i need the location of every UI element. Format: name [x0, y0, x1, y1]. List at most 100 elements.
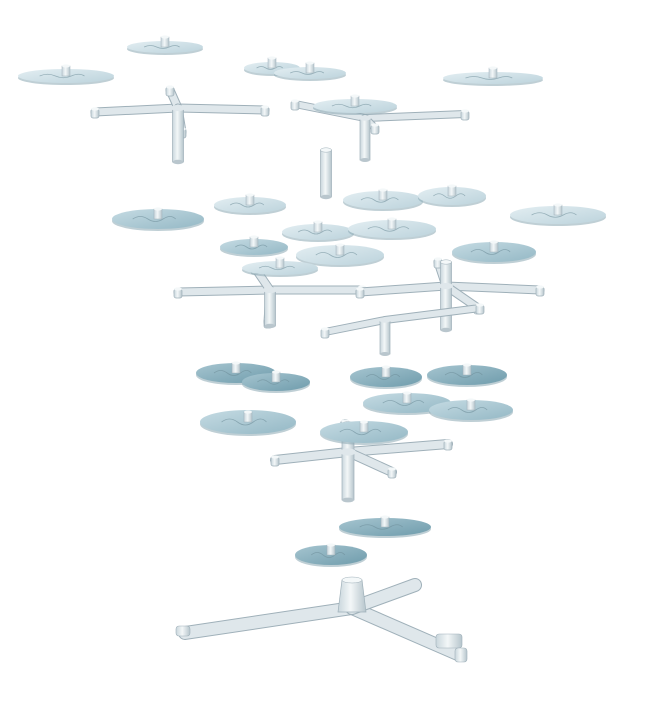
base-foot	[454, 647, 468, 663]
tier2-disc-f	[282, 220, 354, 242]
arm	[344, 440, 452, 456]
disc-print	[360, 197, 399, 203]
arm	[362, 111, 468, 121]
tier1-disc-b	[18, 64, 114, 85]
arm-foot-top	[291, 99, 299, 103]
disc-peg-top	[490, 240, 498, 244]
disc-layer	[18, 35, 606, 567]
base-foot	[435, 633, 463, 649]
arm	[382, 305, 483, 323]
tier2-disc-j	[452, 240, 536, 264]
tier1-disc-d	[274, 61, 346, 81]
disc-peg-top	[403, 391, 411, 395]
post-bottom	[440, 327, 452, 333]
post-top	[440, 259, 452, 265]
disc-peg-top	[379, 188, 387, 192]
post-bottom	[172, 159, 184, 165]
tier1-disc-f	[313, 94, 397, 115]
tier2-hub-right	[355, 257, 545, 333]
disc-peg-top	[554, 203, 562, 207]
disc-print	[444, 372, 483, 378]
post-bottom	[360, 158, 370, 162]
disc-print	[297, 229, 333, 235]
disc-peg-top	[336, 243, 344, 247]
disc-print	[39, 73, 85, 79]
arm-foot-top	[536, 285, 544, 289]
arm-foot-top	[371, 123, 379, 127]
disc-peg-top	[276, 256, 284, 260]
tier2-disc-b	[214, 193, 286, 215]
base-column-top	[341, 576, 363, 584]
disc-print	[447, 407, 488, 413]
disc-print	[235, 244, 268, 250]
disc-peg-top	[467, 398, 475, 402]
hub-joint	[263, 286, 277, 294]
disc-print	[256, 66, 284, 70]
post	[264, 289, 276, 327]
disc-peg-top	[388, 217, 396, 221]
disc-print	[221, 418, 267, 426]
disc-print	[331, 103, 372, 109]
disc-peg-top	[306, 61, 314, 65]
disc-peg-top	[62, 64, 70, 68]
tier3-disc-c	[350, 365, 422, 389]
tier1-hub-right	[290, 99, 470, 162]
arm-foot-top	[261, 105, 269, 109]
tier1-disc-e	[443, 66, 543, 86]
disc-peg-top	[382, 365, 390, 369]
disc-peg-top	[381, 515, 389, 519]
tier2-disc-d	[418, 184, 486, 207]
arm-foot-top	[388, 467, 396, 471]
tier3-disc-d	[427, 363, 507, 387]
tier1-loose-post	[320, 147, 332, 200]
post	[379, 319, 391, 355]
tier3-disc-h	[320, 420, 408, 445]
disc-print	[339, 428, 382, 436]
disc-print	[433, 193, 466, 199]
post-bottom	[380, 352, 390, 356]
disc-peg-top	[246, 193, 254, 197]
tier4-base	[175, 576, 468, 663]
tier3-disc-b	[242, 370, 310, 393]
disc-print	[382, 400, 425, 406]
hub-joint	[359, 115, 371, 121]
base-column	[337, 579, 367, 613]
post	[172, 107, 184, 163]
hub-joint	[340, 448, 356, 456]
tier2-disc-i	[296, 243, 384, 267]
tier2-disc-k	[242, 256, 318, 277]
disc-peg-top	[250, 235, 258, 239]
disc-peg-top	[232, 361, 240, 365]
disc-peg-top	[154, 207, 162, 211]
disc-peg-top	[161, 35, 169, 39]
disc-peg-top	[463, 363, 471, 367]
tier3-disc-f	[429, 398, 513, 422]
disc-peg-top	[360, 420, 368, 424]
tier4-disc-a	[339, 515, 431, 538]
post	[440, 261, 452, 331]
arm-foot-top	[271, 455, 279, 459]
arm	[174, 286, 274, 296]
tier1-disc-a	[127, 35, 203, 55]
arm	[356, 282, 450, 296]
disc-print	[310, 552, 346, 558]
base-foot	[175, 625, 191, 637]
disc-peg-top	[327, 543, 335, 547]
tier2-disc-a	[112, 207, 204, 231]
arm	[174, 104, 269, 114]
disc-print	[531, 212, 577, 218]
disc-print	[229, 202, 265, 208]
disc-print	[213, 370, 252, 376]
post-bottom	[320, 194, 332, 200]
arm-foot-top	[476, 303, 484, 307]
disc-print	[258, 265, 295, 271]
disc-peg-top	[351, 94, 359, 98]
base-leg	[179, 602, 358, 639]
tier3-disc-g	[200, 410, 296, 436]
disc-peg-top	[448, 184, 456, 188]
arm	[344, 448, 396, 476]
tier2-disc-h	[220, 235, 288, 257]
tier2-disc-g	[348, 217, 436, 240]
disc-peg-top	[244, 410, 252, 414]
